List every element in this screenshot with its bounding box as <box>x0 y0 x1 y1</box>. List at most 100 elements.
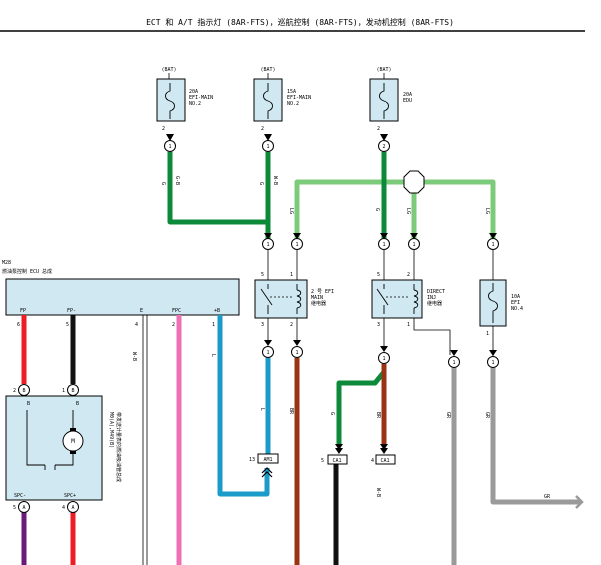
chevron-down-icon <box>380 448 388 454</box>
wire-label-g: G <box>160 182 166 185</box>
chevron-down-icon <box>489 350 497 356</box>
wire-label-l: L <box>259 408 265 411</box>
relay-sub: MAIN <box>311 295 323 301</box>
connector-num: 1 <box>266 144 269 150</box>
fuse-box <box>156 78 186 122</box>
diagram-title: ECT 和 A/T 指示灯 (8AR-FTS)，巡航控制 (8AR-FTS)，发… <box>146 17 454 27</box>
relay-desc: 继电器 <box>427 300 442 307</box>
wire-label-gb: G-B <box>174 176 180 185</box>
ecu-pin-num: 2 <box>172 322 175 328</box>
fuse-icon <box>379 83 389 119</box>
relay-pin-5: 5 <box>261 272 264 278</box>
pump-box <box>5 395 103 501</box>
ecu-pin-label: FP <box>20 308 26 314</box>
connector-pin: 5 <box>321 458 324 464</box>
fuse-icon <box>165 83 175 119</box>
connector-num: 1 <box>295 350 298 356</box>
connector-num: 1 <box>266 242 269 248</box>
relay-box <box>254 279 308 319</box>
splice-point <box>403 170 425 194</box>
fuse-sub: NO.4 <box>511 306 523 312</box>
ecu-pin-num: 1 <box>212 322 215 328</box>
wire-label-gr: GR <box>445 412 451 419</box>
connector-num: 2 <box>13 388 16 394</box>
bus-connectors: 1 1 1 1 1 <box>262 233 499 250</box>
wire-gray-1 <box>413 318 451 355</box>
connector-ca1-right: 4 CA1 <box>371 444 396 465</box>
ecu-pin-label: +B <box>214 308 220 314</box>
connector-num: 1 <box>452 360 455 366</box>
connector-circle <box>487 356 499 368</box>
relay-pin-5: 5 <box>377 272 380 278</box>
connector-num: 1 <box>382 242 385 248</box>
connector-circle <box>291 238 303 250</box>
fuse-icon <box>488 283 498 323</box>
wire-label-gr: GR <box>484 412 490 419</box>
connector-circle <box>67 501 79 513</box>
wire-label-g: G <box>374 208 380 211</box>
relay-efi-main-2: 5 1 2 号 EFI MAIN 继电器 3 2 <box>254 272 334 328</box>
wire-label-br: BR <box>288 408 294 415</box>
fuse-rating: 20A <box>189 89 198 95</box>
fuse-pin: 2 <box>261 126 264 132</box>
lower-connectors: 1 1 1 1 1 <box>262 318 499 368</box>
fuse-name: EFI-MAIN <box>287 95 311 101</box>
fuse-20a-efi-main-no2: (BAT) 20A EFI-MAIN NO.2 2 <box>156 67 213 132</box>
connector-name: CA1 <box>380 458 389 464</box>
pump-inner-wire <box>26 410 45 466</box>
ecu-pin-label: FPC <box>172 308 181 314</box>
fuse-15a-efi-main-no2: (BAT) 15A EFI-MAIN NO.2 2 <box>253 67 311 132</box>
fuse-name: EDU <box>403 98 412 104</box>
connector-letter: B <box>71 388 74 394</box>
fuse-20a-edu: (BAT) 20A EDU 2 <box>369 67 412 132</box>
wire-blue-plus-b <box>217 315 270 497</box>
connector-am1: 13 AM1 <box>249 453 279 478</box>
wire-label-lg: LG <box>288 208 294 214</box>
connector-circle <box>448 356 460 368</box>
wire-label-w-b: W-B <box>131 352 137 361</box>
relay-stubs <box>267 250 494 280</box>
chevron-up-icon <box>261 471 273 478</box>
fuse-rating: 15A <box>287 89 296 95</box>
connector-name: CA1 <box>332 458 341 464</box>
connector-circle <box>291 346 303 358</box>
connector-tag <box>327 454 348 465</box>
motor-label: M <box>71 438 75 445</box>
wire-gray-3 <box>490 368 581 505</box>
ecu-fuel-pump: M28 燃油泵控制 ECU 总成 FP FP- E FPC +B 6 5 4 2… <box>2 260 240 328</box>
relay-pin-3: 3 <box>261 322 264 328</box>
spc-minus-label: SPC- <box>14 493 26 499</box>
coil-icon <box>413 289 419 309</box>
connector-num: 1 <box>168 144 171 150</box>
wire-label-lg: LG <box>405 208 411 214</box>
chevron-down-icon <box>264 233 272 239</box>
connector-circle <box>408 238 420 250</box>
connector-circle <box>378 238 390 250</box>
fuse-name: EFI <box>511 300 520 306</box>
pump-id: M0(A),M49(B) <box>108 412 114 448</box>
connector-pin: 13 <box>249 457 255 463</box>
ecu-box <box>5 278 240 316</box>
fuse-pin: 2 <box>377 126 380 132</box>
connector-num: 1 <box>382 356 385 362</box>
wire-label-br: BR <box>375 412 381 419</box>
wire-label-gr: GR <box>544 494 551 500</box>
ecu-pin-label: E <box>140 308 143 314</box>
relay-name: 2 号 EFI <box>311 289 334 295</box>
spc-plus-label: SPC+ <box>64 493 76 499</box>
connector-num: 5 <box>13 505 16 511</box>
wire-label-w-b: W-B <box>375 488 381 497</box>
coil-icon <box>296 289 302 309</box>
chevron-down-icon <box>293 233 301 239</box>
connector-name: AM1 <box>263 457 272 463</box>
wire-lg-bus <box>294 179 496 240</box>
fuse-pin: 1 <box>486 331 489 337</box>
fuse-name: EFI-MAIN <box>189 95 213 101</box>
connector-circle <box>378 140 390 152</box>
connector-letter: A <box>22 505 25 511</box>
connector-num: 1 <box>295 242 298 248</box>
chevron-down-icon <box>335 448 343 454</box>
chevron-down-icon <box>264 340 272 346</box>
relay-switch-arm <box>260 288 273 306</box>
relay-pin-2: 2 <box>290 322 293 328</box>
